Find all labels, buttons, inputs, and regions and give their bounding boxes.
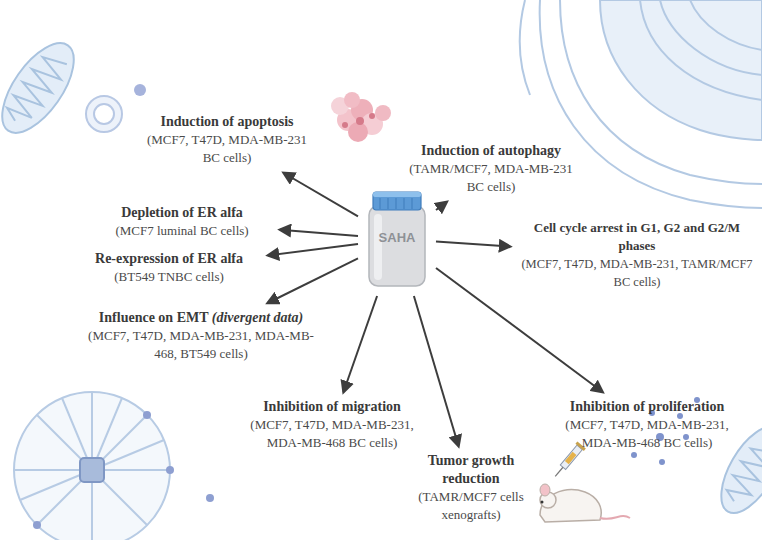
effect-title: Induction of apoptosis <box>137 113 317 131</box>
effect-title: Inhibition of migration <box>236 398 428 416</box>
effect-arrow <box>280 230 358 236</box>
effect-label: Depletion of ER alfa(MCF7 luminal BC cel… <box>90 204 274 240</box>
effect-title: Depletion of ER alfa <box>90 204 274 222</box>
cell-lines: (MCF7, T47D, MDA-MB-231, MDA-MB-468 BC c… <box>236 416 428 452</box>
effect-arrow <box>414 296 459 446</box>
effect-label: Inhibition of proliferation(MCF7, T47D, … <box>553 398 741 452</box>
effect-title: Inhibition of proliferation <box>553 398 741 416</box>
cell-lines: (TAMR/MCF7 cells xenografts) <box>404 488 538 524</box>
cell-lines: (MCF7, T47D, MDA-MB-231 BC cells) <box>137 131 317 167</box>
effect-label: Induction of autophagy(TAMR/MCF7, MDA-MB… <box>405 142 577 196</box>
mitochondrion <box>709 417 762 522</box>
cell-lines: (MCF7 luminal BC cells) <box>90 222 274 240</box>
effect-title: Re-expression of ER alfa <box>76 250 262 268</box>
effect-label: Inhibition of migration(MCF7, T47D, MDA-… <box>236 398 428 452</box>
effect-label: Induction of apoptosis(MCF7, T47D, MDA-M… <box>137 113 317 167</box>
effect-label: Cell cycle arrest in G1, G2 and G2/M pha… <box>516 219 758 291</box>
effect-arrow <box>436 268 603 392</box>
effect-arrow <box>284 173 358 216</box>
mitochondrion <box>0 32 87 145</box>
drug-bottle: SAHA <box>366 190 428 288</box>
vesicle <box>86 96 122 132</box>
effect-arrow <box>436 202 447 210</box>
effect-arrow <box>344 296 378 392</box>
cell-lines: (MCF7, T47D, MDA-MB-231, TAMR/MCF7 BC ce… <box>516 255 758 291</box>
small-vesicle <box>134 84 146 96</box>
nucleus-er <box>520 0 762 208</box>
centrosome-cell <box>14 392 214 540</box>
effect-label: Tumor growth reduction(TAMR/MCF7 cells x… <box>404 452 538 524</box>
cell-lines: (MCF7, T47D, MDA-MB-231, MDA-MB-468, BT5… <box>78 327 324 363</box>
cell-lines: (MCF7, T47D, MDA-MB-231, MDA-MB-468 BC c… <box>553 416 741 452</box>
effect-title: Influence on EMT (divergent data) <box>78 309 324 327</box>
cell-lines: (TAMR/MCF7, MDA-MB-231 BC cells) <box>405 160 577 196</box>
effect-title: Cell cycle arrest in G1, G2 and G2/M pha… <box>516 219 758 255</box>
effect-label: Influence on EMT (divergent data)(MCF7, … <box>78 309 324 363</box>
mouse-syringe <box>540 442 630 522</box>
tumor-cluster <box>331 92 391 142</box>
effect-arrow <box>268 258 358 303</box>
effect-title: Induction of autophagy <box>405 142 577 160</box>
effect-label: Re-expression of ER alfa(BT549 TNBC cell… <box>76 250 262 286</box>
effect-title: Tumor growth reduction <box>404 452 538 488</box>
bottle-label: SAHA <box>366 230 428 245</box>
effect-arrow <box>436 242 510 247</box>
effect-arrow <box>268 244 358 255</box>
cell-lines: (BT549 TNBC cells) <box>76 268 262 286</box>
